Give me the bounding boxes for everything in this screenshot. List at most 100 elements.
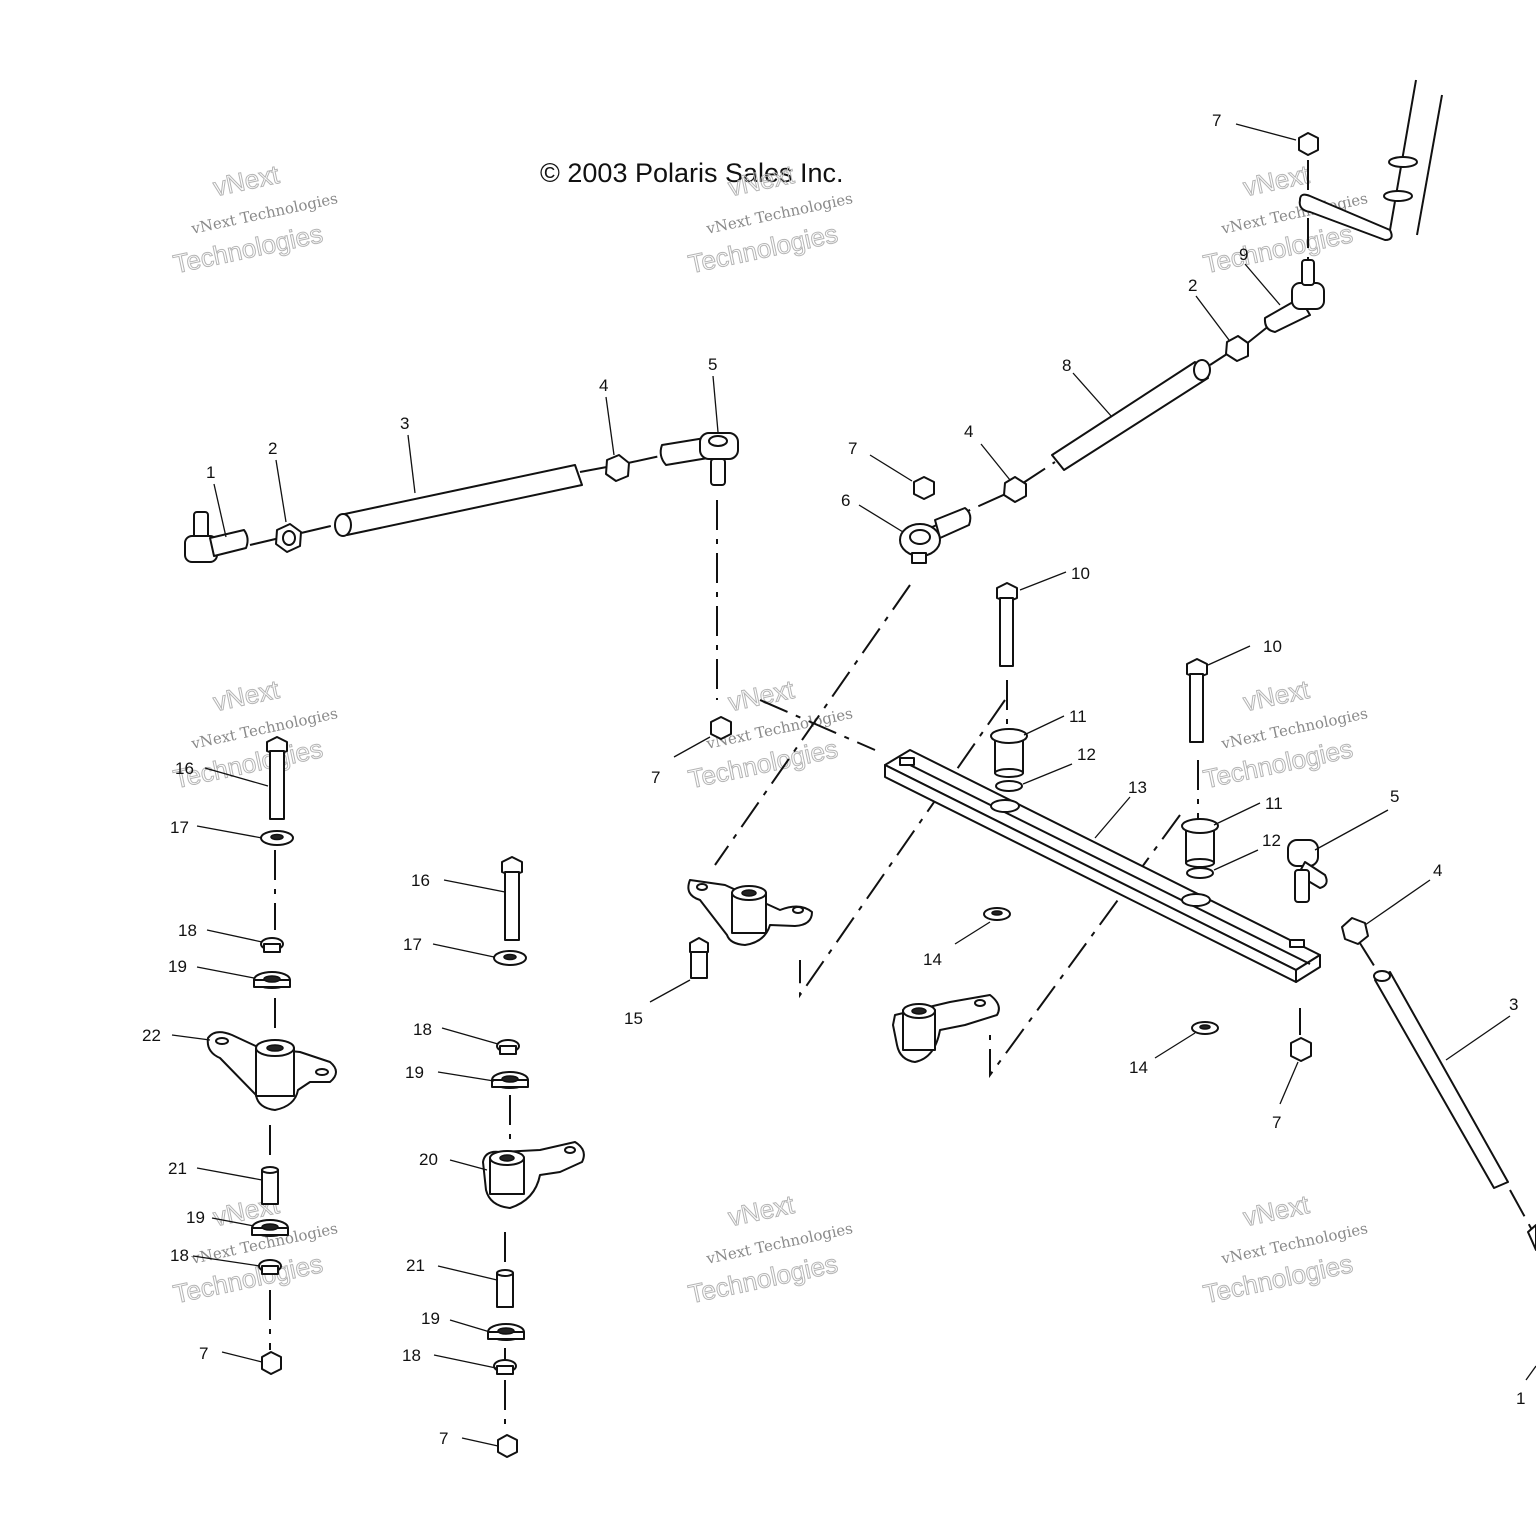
jam-nut-center-left [605,454,630,482]
callout-4: 4 [599,376,608,395]
washer-12-left [995,780,1023,792]
lock-nut-7-upper [913,476,935,500]
nut-18-left-bottom [258,1259,282,1275]
callout-15: 15 [624,1009,643,1028]
callout-5: 5 [708,355,717,374]
mount-bracket-20 [482,1141,585,1209]
callout-18: 18 [402,1346,421,1365]
callout-22: 22 [142,1026,161,1045]
leader-lines [171,123,1536,1447]
mount-bracket-22 [206,1031,337,1111]
callout-14: 14 [923,950,942,969]
callout-10: 10 [1263,637,1282,656]
watermark: vNext vNext Technologies Technologies [1200,1188,1369,1309]
callout-11: 11 [1069,707,1087,726]
callout-9: 9 [1239,245,1248,264]
tie-rod-end-left [184,511,249,563]
tie-rod-end-6 [899,507,972,564]
svg-text:vNext: vNext [1240,1189,1312,1232]
callout-20: 20 [419,1150,438,1169]
callout-3: 3 [1509,995,1518,1014]
tie-rod-tube-center [1051,359,1211,471]
tie-rod-tube-right [1373,970,1509,1189]
svg-text:vNext: vNext [1240,674,1312,717]
callout-17: 17 [170,818,189,837]
callout-6: 6 [841,491,850,510]
bolt-16-left [266,736,288,820]
callout-14: 14 [1129,1058,1148,1077]
spacer-19-middle-bottom [487,1323,525,1341]
bushing-11-right [1181,818,1219,868]
callout-17: 17 [403,935,422,954]
spacer-19-left-top [253,971,291,989]
callout-4: 4 [964,422,973,441]
callout-5: 5 [1390,787,1399,806]
callout-7: 7 [199,1344,208,1363]
svg-text:vNext: vNext [210,674,282,717]
callout-7: 7 [651,768,660,787]
washer-12-right [1186,867,1214,879]
bolt-15 [689,937,709,979]
callout-7: 7 [1212,111,1221,130]
svg-text:vNext: vNext [210,159,282,202]
watermark: vNext vNext Technologies Technologies [685,673,854,794]
jam-nut-left [275,523,302,553]
lock-nut-7-top [1298,132,1319,156]
callout-7: 7 [439,1429,448,1448]
lock-nut-7-center [710,716,732,740]
nut-18-middle-bottom [493,1359,517,1375]
steering-arm [1298,79,1443,241]
callout-16: 16 [411,871,430,890]
callout-18: 18 [413,1020,432,1039]
callout-7: 7 [1272,1113,1281,1132]
jam-nut-center-right [1003,476,1027,503]
tie-rod-end-center [659,432,739,486]
bushing-11-left [990,728,1028,778]
lock-nut-7-middle-bottom [497,1434,518,1458]
callout-19: 19 [186,1208,205,1227]
callout-19: 19 [168,957,187,976]
spacer-19-middle-top [491,1071,529,1089]
watermark: vNext vNext Technologies Technologies [685,1188,854,1309]
callout-12: 12 [1077,745,1096,764]
flange-nut-14-right [1191,1021,1219,1035]
bolt-10-left [996,582,1018,667]
tie-rod-end-lower-right [1527,1224,1536,1251]
cross-rail [884,749,1321,983]
tie-rod-tube-left [334,464,583,537]
callout-19: 19 [405,1063,424,1082]
callout-numbers: 1 2 3 4 5 7 6 4 8 7 9 2 10 10 11 12 13 1… [142,111,1525,1448]
mount-bracket-center-left [687,879,813,946]
callout-2: 2 [1188,276,1197,295]
callout-21: 21 [168,1159,187,1178]
copyright-text: © 2003 Polaris Sales Inc. [540,158,844,188]
lock-nut-7-left-bottom [261,1351,282,1375]
callout-19: 19 [421,1309,440,1328]
callout-8: 8 [1062,356,1071,375]
spacer-19-left-bottom [251,1219,289,1237]
nut-18-left-top [260,937,284,953]
callout-2: 2 [268,439,277,458]
tie-rod-end-9 [1263,259,1325,333]
callout-18: 18 [178,921,197,940]
callout-13: 13 [1128,778,1147,797]
watermark: vNext vNext Technologies Technologies [1200,673,1369,794]
bolt-10-right [1186,658,1208,743]
callout-1: 1 [206,463,215,482]
callout-3: 3 [400,414,409,433]
callout-21: 21 [406,1256,425,1275]
nut-18-middle-top [496,1039,520,1055]
callout-7: 7 [848,439,857,458]
washer-17-middle [493,950,527,966]
jam-nut-upper [1225,335,1249,362]
callout-12: 12 [1262,831,1281,850]
tie-rod-end-5-right [1287,839,1328,903]
callout-4: 4 [1433,861,1442,880]
callout-1: 1 [1516,1389,1525,1408]
callout-11: 11 [1265,794,1283,813]
callout-18: 18 [170,1246,189,1265]
mount-bracket-center-right [892,994,1000,1063]
washer-17-left [260,830,294,846]
callout-10: 10 [1071,564,1090,583]
